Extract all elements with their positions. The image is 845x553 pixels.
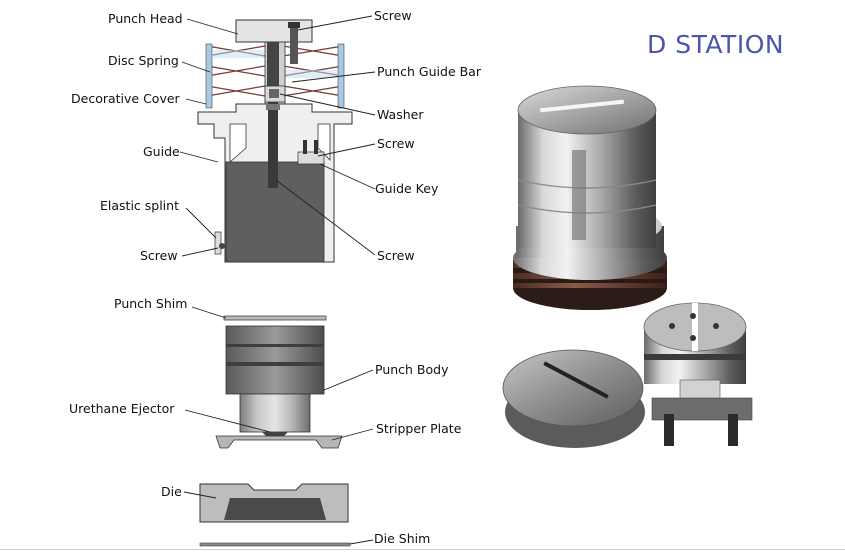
label-elastic-splint: Elastic splint: [100, 198, 179, 213]
bottom-divider: [0, 549, 845, 550]
label-washer: Washer: [377, 107, 424, 122]
label-punch-guide-bar: Punch Guide Bar: [377, 64, 481, 79]
punch-assembly-photo: [513, 85, 667, 310]
label-screw-mid: Screw: [377, 136, 415, 151]
label-punch-shim: Punch Shim: [114, 296, 188, 311]
label-urethane-ejector: Urethane Ejector: [69, 401, 175, 416]
label-die: Die: [161, 484, 182, 499]
label-disc-spring: Disc Spring: [108, 53, 179, 68]
upper-assembly-section: [197, 19, 353, 263]
guide-key-photo: [643, 302, 753, 446]
leader-lines: [179, 15, 376, 545]
label-stripper-plate: Stripper Plate: [376, 421, 462, 436]
label-screw-top: Screw: [374, 8, 412, 23]
punch-body-section: [215, 315, 343, 449]
die-photo: [502, 349, 645, 448]
label-die-shim: Die Shim: [374, 531, 431, 546]
die-section: [199, 483, 351, 547]
label-guide-key: Guide Key: [375, 181, 439, 196]
label-punch-body: Punch Body: [375, 362, 449, 377]
label-guide: Guide: [143, 144, 180, 159]
label-decorative-cover: Decorative Cover: [71, 91, 180, 106]
label-screw-bottom: Screw: [377, 248, 415, 263]
label-punch-head: Punch Head: [108, 11, 183, 26]
page-title: D STATION: [647, 30, 785, 59]
label-screw-left: Screw: [140, 248, 178, 263]
